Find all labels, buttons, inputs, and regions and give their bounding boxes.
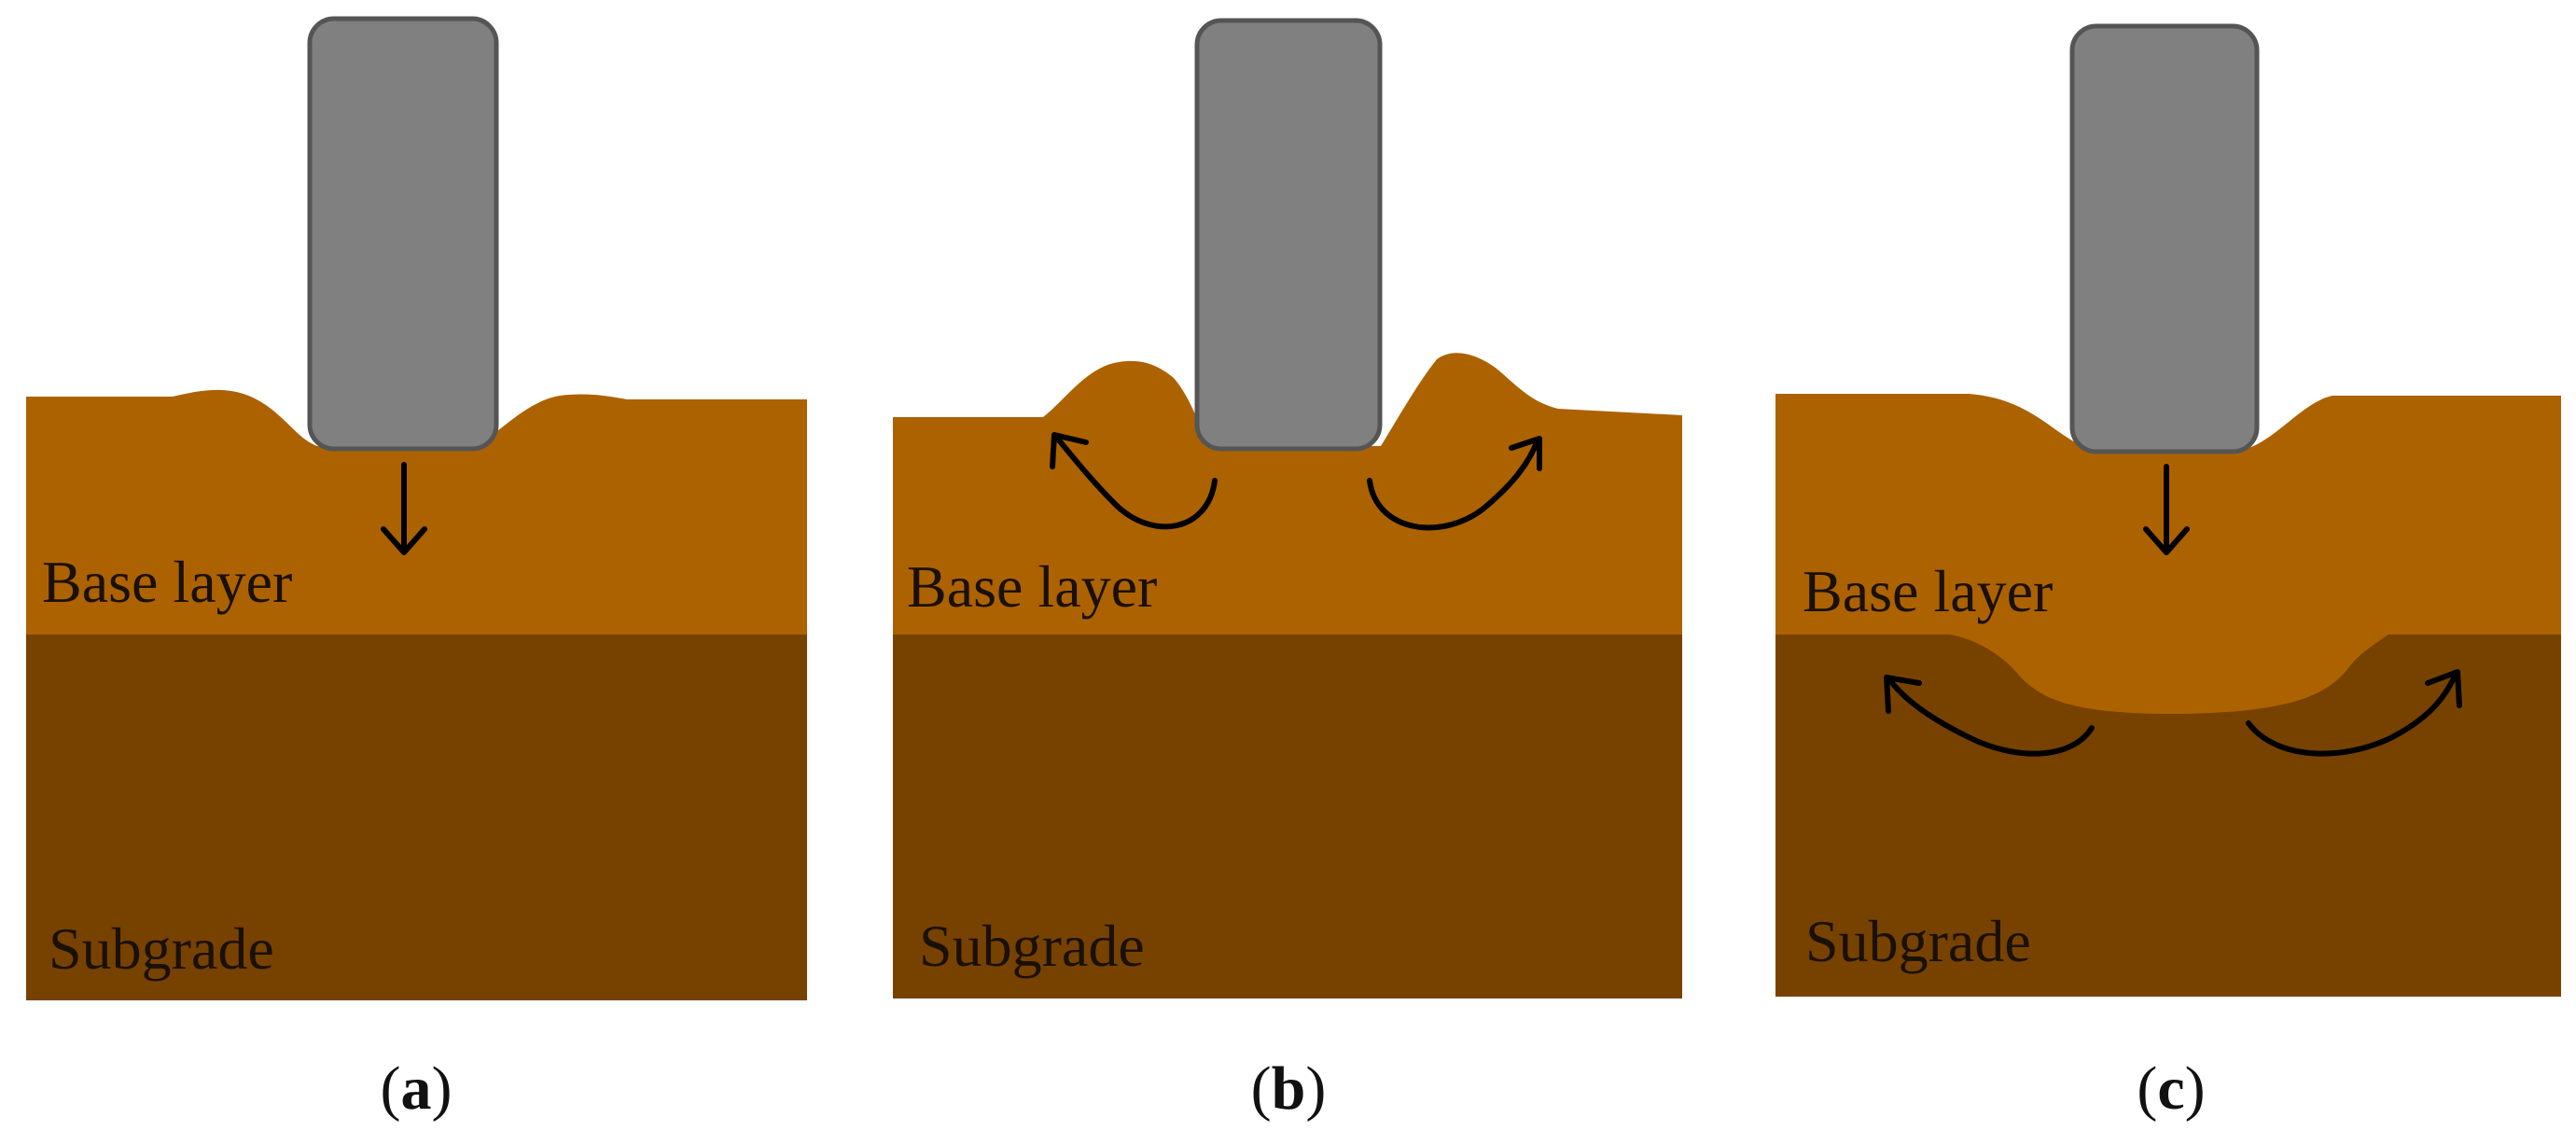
down-arrow — [381, 462, 427, 555]
base-layer-label: Base layer — [42, 549, 292, 615]
base-layer — [26, 389, 807, 635]
indenter — [307, 16, 499, 452]
subgrade-label: Subgrade — [49, 915, 274, 982]
panel-caption: (a) — [381, 1054, 453, 1123]
curved-arrow-right — [1367, 436, 1542, 531]
subgrade-label: Subgrade — [919, 913, 1145, 979]
curved-arrow-right — [2246, 669, 2462, 757]
panel-a: Base layer Subgrade (a) — [26, 16, 807, 1123]
panel-c: Base layer Subgrade (c) — [1775, 23, 2561, 1123]
indenter — [1194, 18, 1383, 452]
subgrade-layer — [1775, 633, 2561, 997]
base-layer — [893, 353, 1682, 635]
down-arrow — [2143, 464, 2190, 555]
panel-b: Base layer Subgrade (b) — [893, 18, 1682, 1123]
panel-caption: (c) — [2137, 1054, 2205, 1123]
base-layer-label: Base layer — [907, 553, 1157, 620]
curved-arrow-left — [1050, 432, 1218, 530]
subgrade-layer — [26, 633, 807, 1000]
subgrade-layer — [893, 633, 1682, 998]
curved-arrow-left — [1884, 675, 2095, 757]
subgrade-label: Subgrade — [1805, 908, 2031, 974]
panel-caption: (b) — [1251, 1054, 1327, 1123]
indenter — [2069, 23, 2260, 454]
base-layer-label: Base layer — [1803, 558, 2053, 624]
